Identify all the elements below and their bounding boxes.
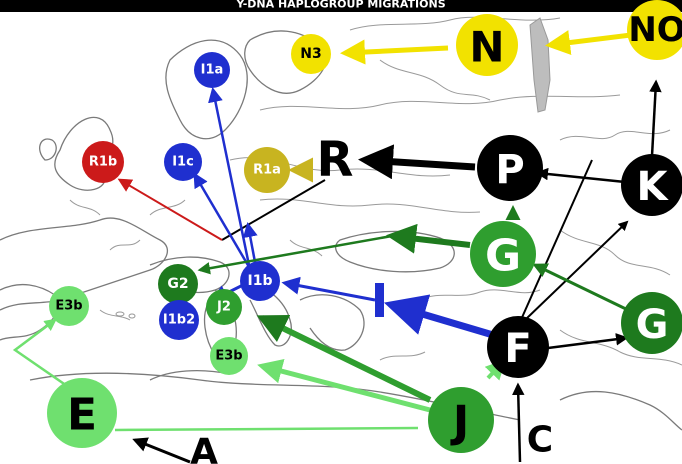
migration-arrows xyxy=(12,29,662,464)
node-label: I1a xyxy=(201,63,224,78)
node-label: R xyxy=(317,132,354,188)
node-label: N3 xyxy=(300,46,321,62)
caspian-shape xyxy=(529,17,551,113)
node-E: E xyxy=(47,378,117,448)
node-C: C xyxy=(527,420,553,461)
node-N: N xyxy=(456,14,518,76)
node-label: K xyxy=(637,164,670,210)
node-label: NO xyxy=(628,10,682,50)
node-label: E3b xyxy=(55,299,82,314)
node-label: E3b xyxy=(215,349,242,364)
header-bar xyxy=(0,0,682,12)
node-label: J2 xyxy=(216,300,231,315)
node-I1b: I1b xyxy=(240,261,280,301)
node-label: R1b xyxy=(89,155,117,170)
node-label: P xyxy=(495,147,524,193)
node-label: A xyxy=(190,432,218,464)
header-text: Y-DNA HAPLOGROUP MIGRATIONS xyxy=(235,0,445,11)
node-label: E xyxy=(67,390,97,441)
node-N3: N3 xyxy=(291,34,331,74)
node-label: F xyxy=(504,326,531,372)
node-label: G xyxy=(636,302,669,348)
node-J: J xyxy=(428,387,494,453)
node-A: A xyxy=(190,432,218,464)
node-label: R1a xyxy=(253,163,281,178)
node-E3b-south: E3b xyxy=(210,337,248,375)
node-K: K xyxy=(621,154,682,216)
node-P: P xyxy=(477,135,543,201)
node-I1b2: I1b2 xyxy=(159,300,199,340)
node-label: I1b2 xyxy=(163,313,195,328)
node-G2: G2 xyxy=(158,264,198,304)
node-I1c: I1c xyxy=(164,143,202,181)
node-G-far: G xyxy=(621,292,682,354)
node-label: N xyxy=(469,23,504,72)
node-label: C xyxy=(527,420,553,461)
node-G-east: G xyxy=(470,221,536,287)
node-I1a: I1a xyxy=(194,52,230,88)
node-F: F xyxy=(487,316,549,378)
node-R1a: R1a xyxy=(244,147,290,193)
node-label: G xyxy=(485,231,521,282)
node-J2: J2 xyxy=(206,289,242,325)
node-E3b-west: E3b xyxy=(49,286,89,326)
node-label: J xyxy=(450,397,469,448)
node-label: I1b xyxy=(248,273,273,289)
coastline xyxy=(0,16,682,431)
node-R: R xyxy=(317,132,354,188)
node-NO: NO xyxy=(627,0,682,60)
node-R1b: R1b xyxy=(82,141,124,183)
marker-I: I xyxy=(375,283,384,317)
node-label: G2 xyxy=(167,276,188,292)
node-label: I1c xyxy=(172,155,194,170)
